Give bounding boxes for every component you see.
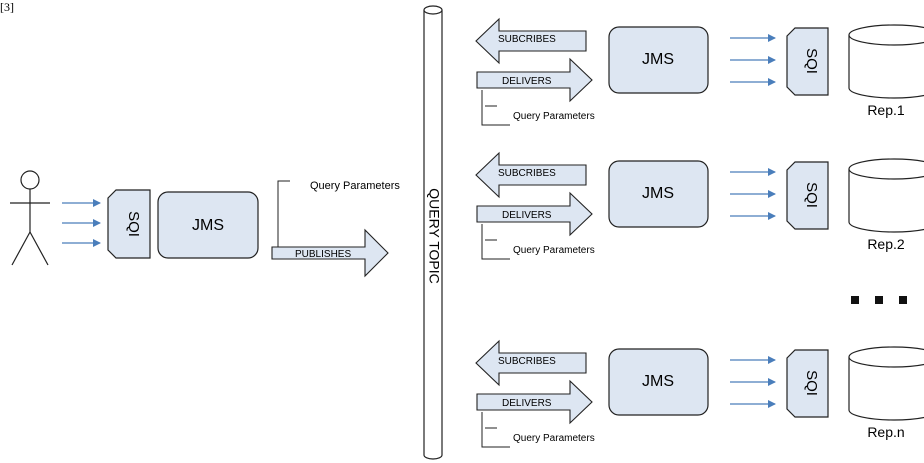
jms-box: JMS (608, 160, 709, 228)
sqi-box: SQI (786, 161, 829, 230)
left-jms-label: JMS (192, 217, 224, 234)
left-sqi-label: SQI (125, 211, 142, 237)
jms-box: JMS (608, 348, 709, 416)
delivers-label: DELIVERS (502, 210, 552, 221)
sqi-label: SQI (803, 182, 820, 208)
repository-label: Rep.2 (867, 236, 905, 252)
query-topic-cylinder: QUERY TOPIC (423, 5, 443, 460)
query-parameters-label: Query Parameters (513, 433, 595, 444)
jms-label: JMS (642, 373, 674, 390)
figure-label: [3] (0, 0, 14, 14)
subscribes-label: SUBCRIBES (498, 168, 556, 179)
sqi-box: SQI (786, 349, 829, 418)
query-parameters: Query Parameters (481, 90, 595, 126)
jms-to-sqi-arrows (730, 168, 776, 220)
jms-to-sqi-arrows (730, 356, 776, 408)
sqi-box: SQI (786, 27, 829, 96)
delivers-arrow: DELIVERS (476, 379, 593, 425)
repository-row-1: SUBCRIBES DELIVERS Query Parameters JMS SQI R… (475, 17, 924, 126)
jms-to-sqi-arrows (730, 34, 776, 86)
subscribes-label: SUBCRIBES (498, 34, 556, 45)
jms-label: JMS (642, 51, 674, 68)
database-icon: Rep.2 (848, 158, 924, 252)
user-actor-icon (10, 170, 50, 266)
publishes-label: PUBLISHES (295, 249, 351, 260)
left-jms-box: JMS (157, 191, 259, 259)
subscribes-arrow: SUBCRIBES (475, 339, 587, 387)
query-parameters: Query Parameters (481, 412, 595, 448)
left-query-parameters: Query Parameters (277, 180, 400, 248)
subscribes-arrow: SUBCRIBES (475, 17, 587, 65)
delivers-arrow: DELIVERS (476, 191, 593, 237)
sqi-label: SQI (803, 48, 820, 74)
query-parameters-label: Query Parameters (513, 111, 595, 122)
repository-row-2: SUBCRIBES DELIVERS Query Parameters JMS SQI R… (475, 151, 924, 260)
left-query-parameters-label: Query Parameters (310, 180, 400, 192)
database-icon: Rep.n (848, 346, 924, 440)
query-parameters-label: Query Parameters (513, 245, 595, 256)
repository-row-3: SUBCRIBES DELIVERS Query Parameters JMS SQI R… (475, 339, 924, 448)
delivers-label: DELIVERS (502, 398, 552, 409)
publishes-arrow: PUBLISHES (271, 228, 389, 278)
repository-label: Rep.1 (867, 102, 905, 118)
subscribes-label: SUBCRIBES (498, 356, 556, 367)
subscribes-arrow: SUBCRIBES (475, 151, 587, 199)
jms-box: JMS (608, 26, 709, 94)
more-repositories-ellipsis (851, 296, 907, 304)
jms-label: JMS (642, 185, 674, 202)
sqi-label: SQI (803, 370, 820, 396)
query-parameters: Query Parameters (481, 224, 595, 260)
repository-label: Rep.n (867, 424, 904, 440)
actor-request-arrows (62, 199, 101, 247)
delivers-label: DELIVERS (502, 76, 552, 87)
query-topic-label: QUERY TOPIC (426, 188, 442, 283)
left-sqi-box: SQI (107, 189, 151, 259)
delivers-arrow: DELIVERS (476, 57, 593, 103)
database-icon: Rep.1 (848, 24, 924, 118)
